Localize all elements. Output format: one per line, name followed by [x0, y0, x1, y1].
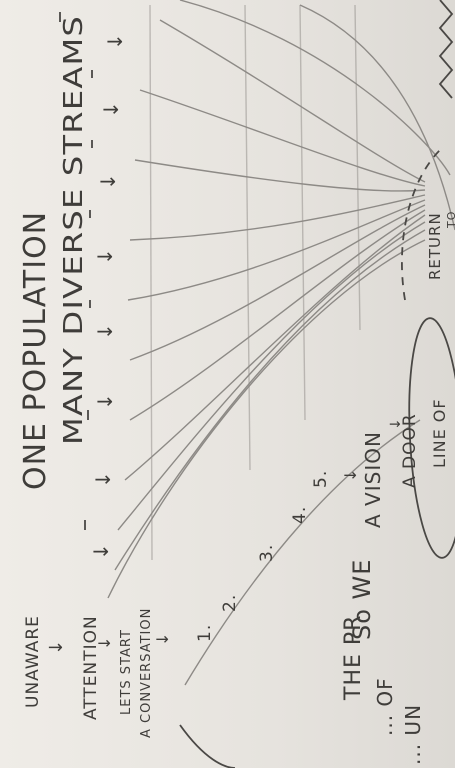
- label-of: ... OF: [373, 677, 397, 736]
- label-un: ... UN: [401, 704, 425, 765]
- label-attention: ATTENTION: [81, 615, 101, 720]
- svg-text:↓: ↓: [103, 32, 127, 50]
- title-one-population: ONE POPULATION: [18, 211, 53, 490]
- title-many-diverse-streams: MANY DIVERSE STREAMS: [59, 15, 89, 445]
- zigzag-mark: [438, 0, 454, 99]
- svg-text:↓: ↓: [93, 322, 117, 340]
- label-return: RETURN: [426, 212, 444, 280]
- label-so-we: So WE: [348, 559, 376, 640]
- label-unaware: UNAWARE: [23, 615, 43, 708]
- label-a-door: A DOOR: [400, 413, 420, 488]
- step-3: 3.: [257, 544, 277, 562]
- label-a-conversation: A CONVERSATION: [139, 608, 154, 738]
- svg-text:↓: ↓: [93, 392, 117, 410]
- step-2: 2.: [220, 594, 240, 612]
- label-to: TO: [445, 211, 455, 229]
- arrow-conversation: ↓: [153, 632, 172, 646]
- arrow-attention: ↓: [95, 636, 114, 650]
- svg-text:↓: ↓: [91, 470, 115, 488]
- arrow-vision: ↓: [341, 468, 360, 482]
- stream-arrows: ↓ ↓ ↓ ↓ ↓ ↓ ↓ ↓: [89, 32, 127, 560]
- return-dashed-arc: [401, 149, 441, 301]
- svg-text:↓: ↓: [96, 172, 120, 190]
- svg-text:↓: ↓: [93, 247, 117, 265]
- step-4: 4.: [290, 506, 310, 524]
- label-line-of: LINE OF: [430, 398, 449, 468]
- step-5: 5.: [311, 470, 331, 488]
- svg-text:↓: ↓: [99, 100, 123, 118]
- svg-text:↓: ↓: [89, 542, 113, 560]
- line-of-oval: [408, 317, 455, 559]
- arrow-unaware: ↓: [46, 639, 67, 655]
- underline-bars: [59, 12, 93, 530]
- label-lets-start: LETS START: [119, 629, 134, 715]
- stream-lines: [107, 0, 455, 768]
- label-the-pr: THE PR: [341, 615, 366, 701]
- arrow-door: ↓: [388, 417, 404, 430]
- step-1: 1.: [195, 624, 215, 642]
- label-a-vision: A VISION: [361, 431, 385, 528]
